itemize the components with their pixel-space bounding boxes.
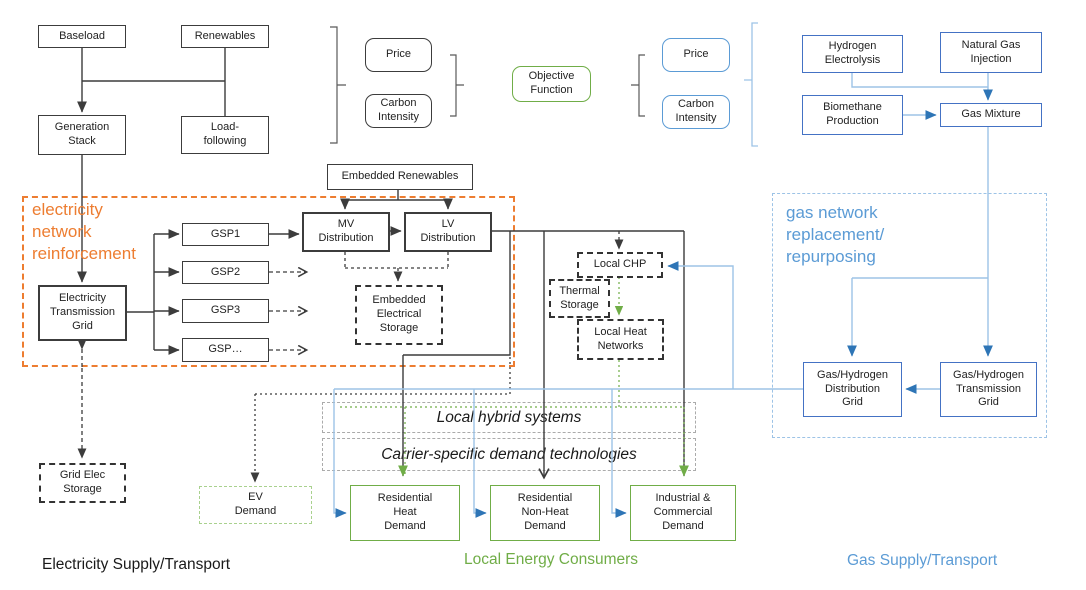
node-lv-distribution: LV Distribution <box>404 212 492 252</box>
node-price-gas: Price <box>662 38 730 72</box>
node-gsp1: GSP1 <box>182 223 269 246</box>
node-price-electricity: Price <box>365 38 432 72</box>
node-renewables: Renewables <box>181 25 269 48</box>
node-generation-stack: Generation Stack <box>38 115 126 155</box>
electricity-reinforcement-region <box>22 196 515 367</box>
node-ev-demand: EV Demand <box>199 486 312 524</box>
node-gsp2: GSP2 <box>182 261 269 284</box>
node-local-chp: Local CHP <box>577 252 663 278</box>
section-label-consumers: Local Energy Consumers <box>464 551 639 568</box>
node-gsp3: GSP3 <box>182 299 269 323</box>
node-biomethane-production: Biomethane Production <box>802 95 903 135</box>
gas-replacement-region <box>772 193 1047 438</box>
section-label-gas: Gas Supply/Transport <box>847 552 998 569</box>
node-embedded-electrical-storage: Embedded Electrical Storage <box>355 285 443 345</box>
node-load-following: Load- following <box>181 116 269 154</box>
node-local-heat-networks: Local Heat Networks <box>577 319 664 360</box>
node-gsp-more: GSP… <box>182 338 269 362</box>
node-carbon-intensity-electricity: Carbon Intensity <box>365 94 432 128</box>
section-label-electricity: Electricity Supply/Transport <box>42 556 231 573</box>
node-gas-hydrogen-transmission-grid: Gas/Hydrogen Transmission Grid <box>940 362 1037 417</box>
node-carbon-intensity-gas: Carbon Intensity <box>662 95 730 129</box>
electricity-reinforcement-label: electricity network reinforcement <box>32 200 136 264</box>
node-grid-elec-storage: Grid Elec Storage <box>39 463 126 503</box>
carrier-specific-label: Carrier-specific demand technologies <box>381 445 637 463</box>
node-electricity-transmission-grid: Electricity Transmission Grid <box>38 285 127 341</box>
node-residential-heat-demand: Residential Heat Demand <box>350 485 460 541</box>
node-industrial-commercial-demand: Industrial & Commercial Demand <box>630 485 736 541</box>
node-residential-non-heat-demand: Residential Non-Heat Demand <box>490 485 600 541</box>
node-natural-gas-injection: Natural Gas Injection <box>940 32 1042 73</box>
node-objective-function: Objective Function <box>512 66 591 102</box>
node-gas-mixture: Gas Mixture <box>940 103 1042 127</box>
local-hybrid-systems-label: Local hybrid systems <box>436 408 582 426</box>
node-gas-hydrogen-distribution-grid: Gas/Hydrogen Distribution Grid <box>803 362 902 417</box>
gas-replacement-label: gas network replacement/ repurposing <box>786 203 885 267</box>
node-embedded-renewables: Embedded Renewables <box>327 164 473 190</box>
node-thermal-storage: Thermal Storage <box>549 279 610 318</box>
node-baseload: Baseload <box>38 25 126 48</box>
local-hybrid-systems-region: Local hybrid systems <box>322 402 696 433</box>
node-hydrogen-electrolysis: Hydrogen Electrolysis <box>802 35 903 73</box>
carrier-specific-region: Carrier-specific demand technologies <box>322 438 696 471</box>
node-mv-distribution: MV Distribution <box>302 212 390 252</box>
